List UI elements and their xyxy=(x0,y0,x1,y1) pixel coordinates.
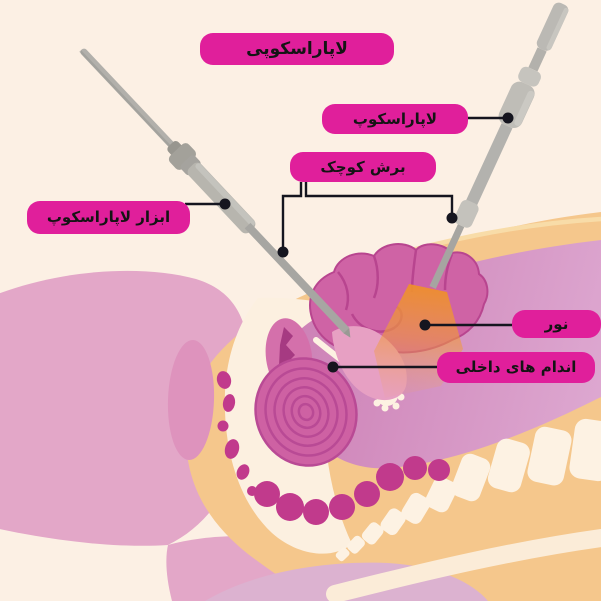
label-laparoscope: لاپاراسکوپ xyxy=(322,104,468,134)
label-small-incision: برش کوچک xyxy=(290,152,436,182)
connector-line xyxy=(281,182,303,252)
connector-dot xyxy=(419,319,431,331)
connector-dot xyxy=(219,198,231,210)
connector-dot xyxy=(446,212,458,224)
connector-dot xyxy=(502,112,514,124)
connector-dot xyxy=(277,246,289,258)
organ-coil xyxy=(254,357,358,467)
organ-pebbles xyxy=(216,371,257,496)
callout-dots xyxy=(219,112,514,373)
label-light: نور xyxy=(512,310,601,338)
diagram-title: لاپاراسکوپی xyxy=(200,33,394,65)
laparoscope-instrument xyxy=(429,2,569,289)
callout-connectors xyxy=(185,116,512,369)
connector-dot xyxy=(327,361,339,373)
back-skin-band xyxy=(326,529,601,601)
organ-blob-light xyxy=(167,340,215,460)
organ-bowel-chain xyxy=(254,456,450,525)
label-internal-organs: اندام های داخلی xyxy=(437,352,595,383)
connector-line xyxy=(304,182,454,218)
label-laparoscope-tool: ابزار لاپاراسکوپ xyxy=(27,201,190,234)
tool-instrument xyxy=(79,48,351,338)
spine xyxy=(335,418,601,562)
